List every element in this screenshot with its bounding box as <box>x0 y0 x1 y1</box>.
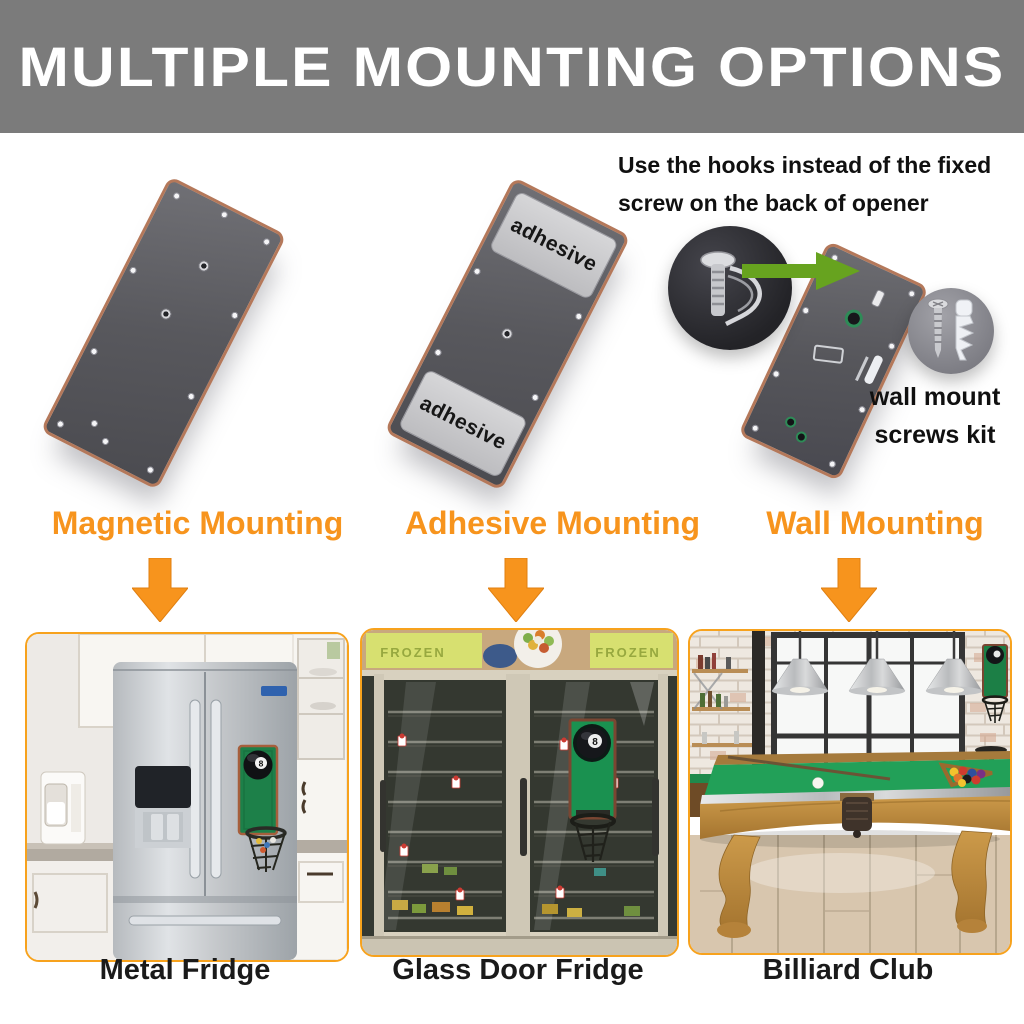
wall-kit-note: wall mount screws kit <box>852 378 1018 454</box>
wall-kit-line1: wall mount <box>869 383 1001 411</box>
fridge-handle-left <box>189 699 201 879</box>
cue-stick <box>727 755 891 781</box>
cap-catcher-net <box>245 826 287 872</box>
stainless-fridge <box>113 662 297 960</box>
cap-catcher-net <box>570 810 616 862</box>
kitchen-left-side <box>27 634 117 960</box>
down-arrow-icon <box>488 558 544 622</box>
bottle-opener-on-glass-door: 8 <box>568 718 617 862</box>
right-cabinet <box>292 634 347 960</box>
mounting-label-magnetic: Magnetic Mounting <box>51 505 344 541</box>
photo-billiard-club <box>688 629 1012 955</box>
mounting-label-wall: Wall Mounting <box>766 505 984 541</box>
pendant-lamps <box>771 631 983 696</box>
door-handle <box>520 778 527 856</box>
metal-hook-part <box>812 344 845 364</box>
hook-note-line2: screw on the back of opener <box>618 190 929 216</box>
green-ring-hole <box>841 306 866 331</box>
freezer-doors <box>362 674 677 955</box>
green-ring-dot <box>794 429 809 445</box>
down-arrow-icon <box>132 558 188 622</box>
adhesive-strip-top: adhesive <box>488 190 620 301</box>
food-packages <box>392 864 640 917</box>
adhesive-strip-label: adhesive <box>506 213 602 277</box>
billiard-club-scene <box>690 631 1010 953</box>
adhesive-strip-bottom: adhesive <box>397 368 529 479</box>
frozen-sign-right: FROZEN <box>595 645 660 660</box>
bottle-opener-on-wall <box>975 644 1009 770</box>
page-title: MULTIPLE MOUNTING OPTIONS <box>18 35 1006 98</box>
green-ring-dot <box>783 414 798 430</box>
title-banner: MULTIPLE MOUNTING OPTIONS <box>0 0 1024 133</box>
pool-table <box>690 751 1010 953</box>
adhesive-strip-label: adhesive <box>416 391 511 455</box>
wall-post <box>752 631 765 783</box>
table-legs <box>717 830 993 938</box>
down-arrow-icon <box>821 558 877 622</box>
center-pocket-ornament <box>840 793 874 838</box>
ball-number: 8 <box>592 737 598 748</box>
ball-rack <box>938 762 993 788</box>
ball-number: 8 <box>259 759 264 769</box>
opener-back-magnetic <box>40 175 287 491</box>
ice-dispenser <box>135 766 191 848</box>
bottle-opener-on-fridge: 8 <box>237 744 287 872</box>
hook-note-line1: Use the hooks instead of the fixed <box>618 152 992 178</box>
glass-fridge-scene: FROZEN FROZEN <box>362 630 677 955</box>
wall-shelves <box>692 653 752 747</box>
hook-slot <box>870 288 886 309</box>
frozen-sign-left: FROZEN <box>380 645 445 660</box>
photo-metal-fridge: 8 <box>25 632 349 962</box>
freezer-handle <box>128 915 282 926</box>
frozen-banner: FROZEN FROZEN <box>362 630 677 670</box>
hook-instruction-note: Use the hooks instead of the fixed screw… <box>618 146 1020 222</box>
caption-glass-door-fridge: Glass Door Fridge <box>392 954 644 986</box>
door-handle <box>652 778 659 856</box>
opener-back-adhesive: adhesive adhesive <box>384 176 631 492</box>
coffee-maker <box>40 771 86 845</box>
wall-kit-line2: screws kit <box>874 421 996 449</box>
green-arrow-icon <box>742 252 860 290</box>
fridge-handle-right <box>210 699 222 879</box>
fridge-brand-badge <box>261 686 287 696</box>
caption-metal-fridge: Metal Fridge <box>99 954 271 986</box>
door-handle <box>380 780 386 852</box>
screw-anchor-illustration <box>927 298 975 361</box>
mounting-label-adhesive: Adhesive Mounting <box>404 505 701 541</box>
screw-kit-inset <box>908 288 994 374</box>
cue-ball <box>812 777 824 789</box>
hook-detail-inset <box>668 226 792 350</box>
hook-screw-illustration <box>700 251 762 327</box>
felt-surface <box>704 759 1010 797</box>
caption-billiard-club: Billiard Club <box>762 954 934 986</box>
photo-glass-door-fridge: FROZEN FROZEN <box>360 628 679 957</box>
metal-fridge-scene: 8 <box>27 634 347 960</box>
